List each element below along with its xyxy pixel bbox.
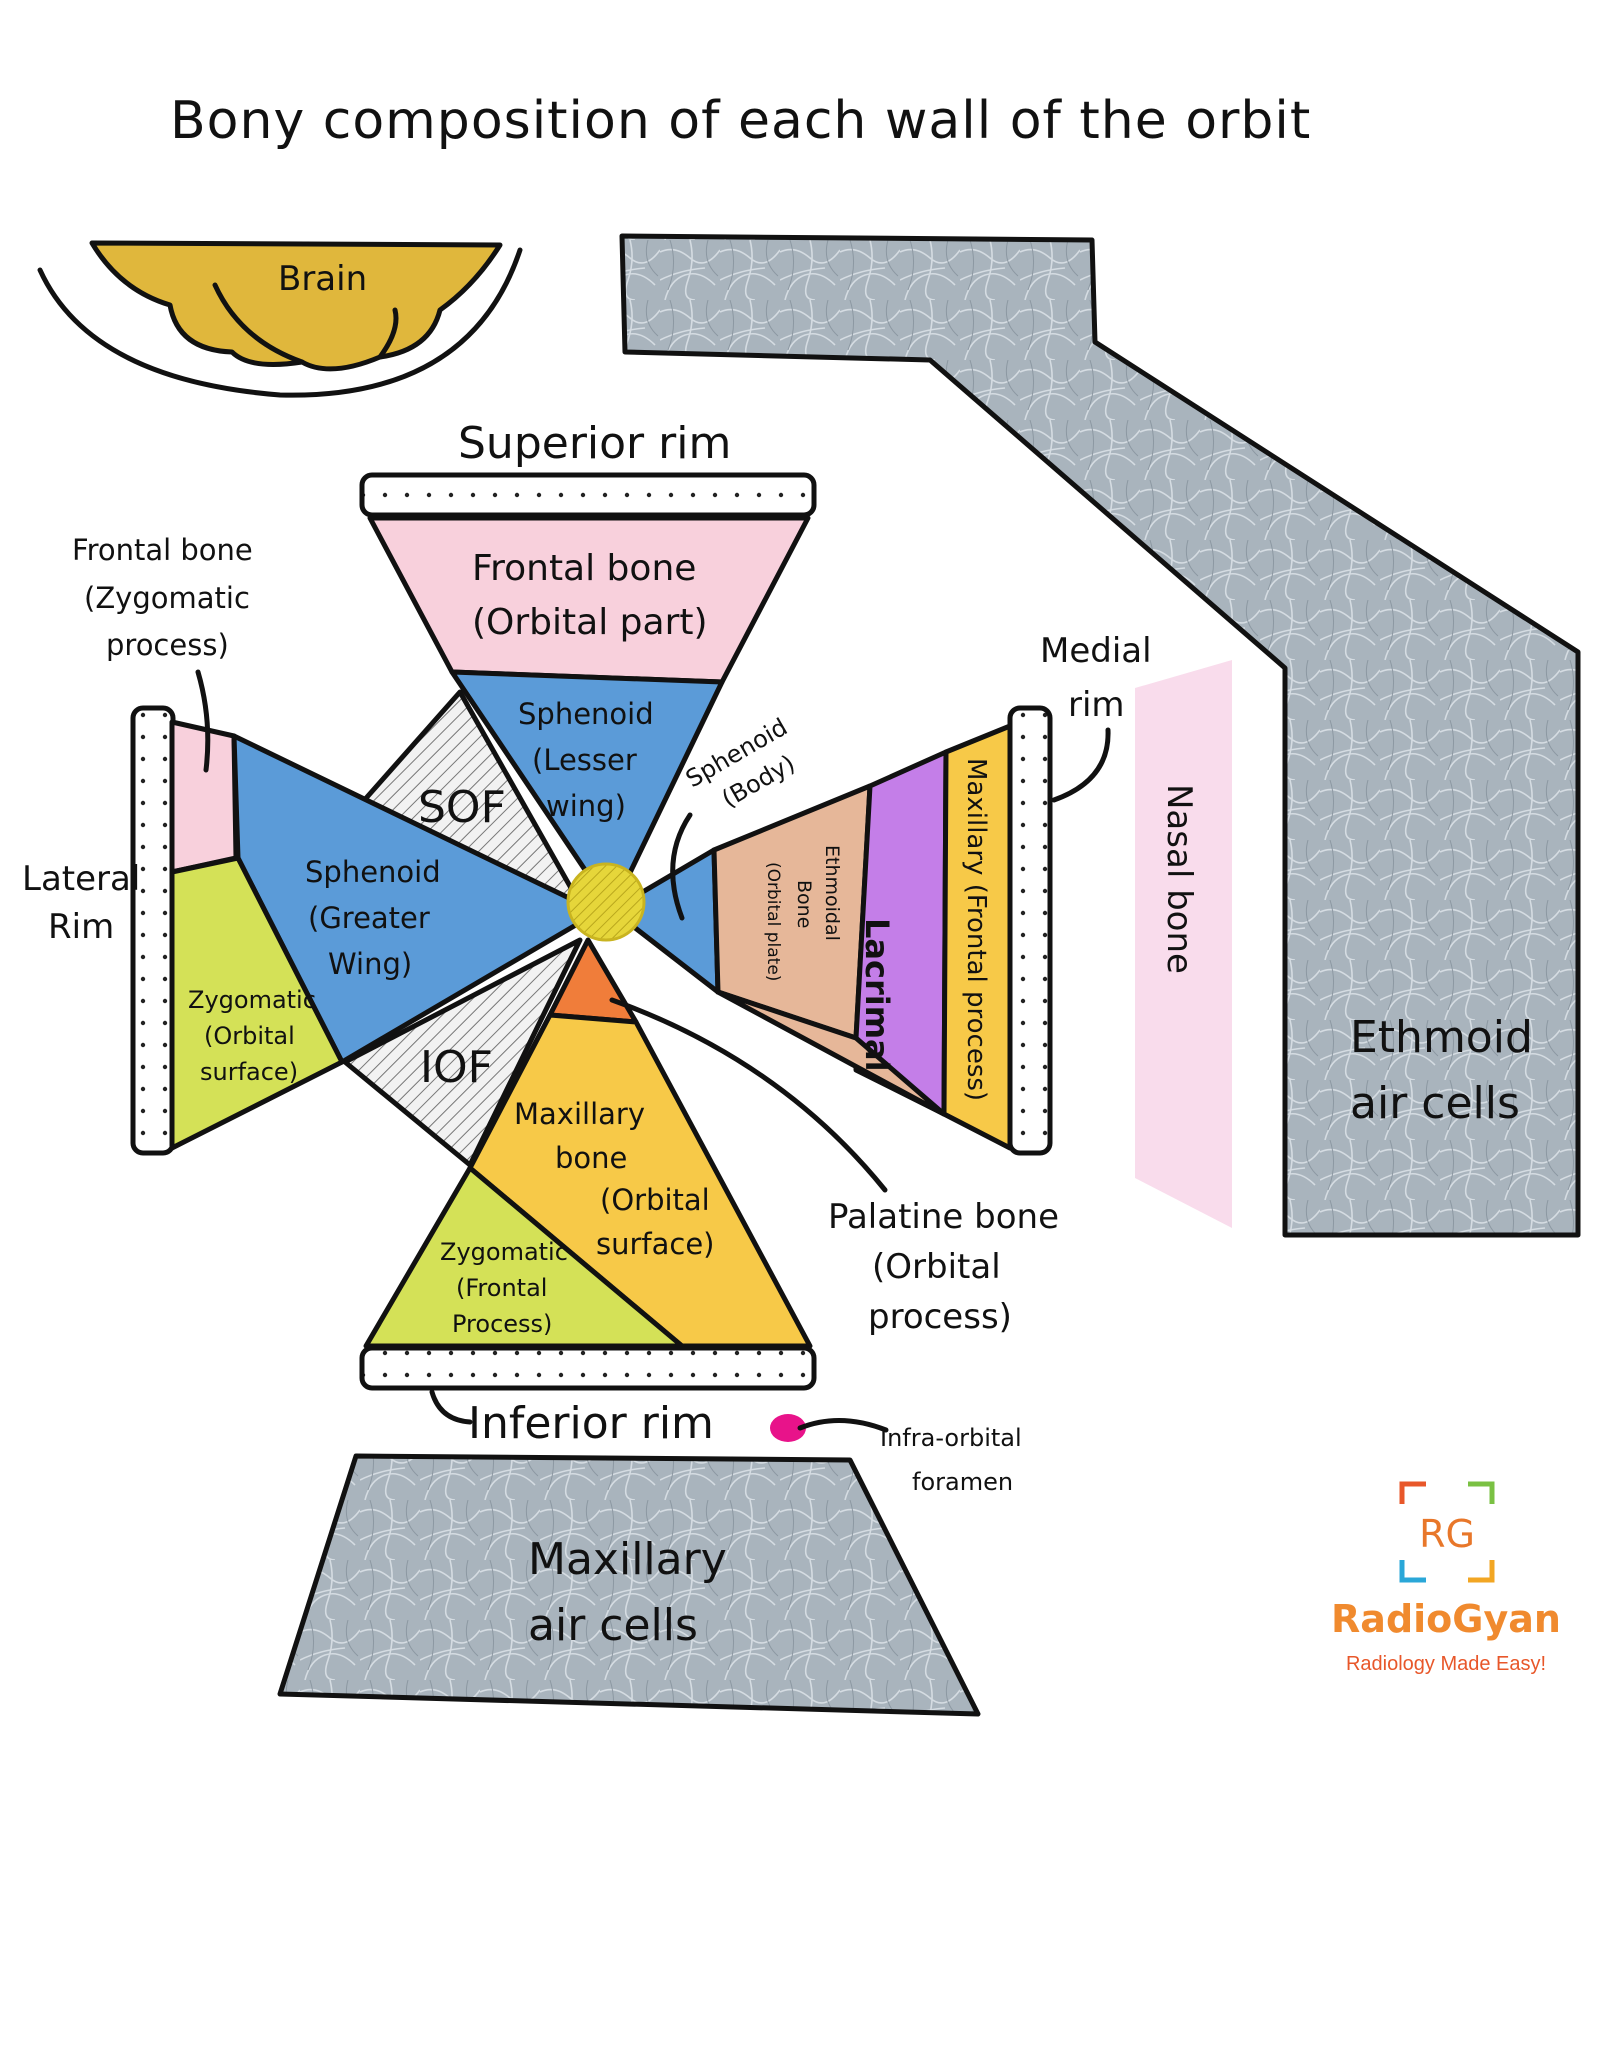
iof-region [342,937,583,1168]
lacrimal-label: Lacrimal [858,918,896,1072]
maxillary-bone-label-4: surface) [596,1227,715,1261]
zygomatic-orbital-label-3: surface) [200,1058,298,1086]
maxillary-frontal-label: Maxillary (Frontal process) [961,758,991,1101]
brain-region: Brain [37,240,523,398]
zygomatic-frontal-label-3: Process) [452,1310,552,1338]
inferior-rim-bar [359,1345,817,1391]
frontal-orbital-label-2: (Orbital part) [472,602,708,643]
logo-name: RadioGyan [1331,1597,1561,1641]
superior-rim-label: Superior rim [458,418,731,469]
inferior-rim-label: Inferior rim [468,1398,714,1449]
inferior-rim-pointer [429,1389,473,1425]
sphenoid-greater-label-2: (Greater [308,901,430,935]
infraorbital-foramen-dot [770,1414,806,1442]
palatine-label-2: (Orbital [872,1247,1001,1287]
maxillary-bone-label-1: Maxillary [514,1097,645,1131]
infraorbital-label-1: Infra-orbital [880,1424,1022,1452]
zygomatic-orbital-surface [169,855,345,1151]
ethmoidal-lower [715,989,947,1117]
medial-rim-bar [1007,705,1053,1156]
lateral-rim-label-1: Lateral [22,859,140,899]
maxillary-orbital-surface [467,1012,813,1349]
maxillary-cells-label-1: Maxillary [528,1534,727,1585]
palatine-label-3: process) [868,1297,1012,1337]
infraorbital-pointer [797,1418,889,1433]
frontal-zygomatic-label-3: process) [106,628,229,662]
logo-mark: RG [1419,1512,1475,1556]
sphenoid-greater-label-3: Wing) [328,947,412,981]
ethmoid-cells-label-1: Ethmoid [1350,1012,1533,1063]
zygomatic-orbital-label-1: Zygomatic [188,986,316,1014]
ethmoidal-label-1: Ethmoidal [821,845,843,941]
radiogyan-logo: RG RadioGyan Radiology Made Easy! [1331,1481,1561,1675]
ethmoidal-label-2: Bone [793,880,815,928]
sphenoid-body-pointer [670,812,693,921]
palatine-pointer [609,997,888,1193]
nasal-bone-label: Nasal bone [1159,784,1199,974]
frontal-zygomatic-pointer [195,669,211,773]
sphenoid-lesser-wing [449,669,725,913]
medial-rim-label-1: Medial [1040,631,1152,671]
ethmoidal-label-3: (Orbital plate) [763,862,783,981]
optic-canal-circle [566,862,646,942]
frontal-zygomatic-label-2: (Zygomatic [84,581,250,615]
medial-rim-pointer [1051,727,1111,803]
frontal-zygomatic-label-1: Frontal bone [72,533,253,567]
zygomatic-frontal-process [363,1165,685,1349]
ethmoid-air-cells: Ethmoid air cells [619,233,1581,1238]
lateral-rim-label-2: Rim [48,907,114,947]
sphenoid-lesser-label-1: Sphenoid [518,697,654,731]
maxillary-bone-label-3: (Orbital [600,1183,710,1217]
maxillary-bone-label-2: bone [555,1141,627,1175]
zygomatic-frontal-label-2: (Frontal [456,1274,547,1302]
zygomatic-orbital-label-2: (Orbital [204,1022,295,1050]
zygomatic-frontal-label-1: Zygomatic [440,1238,568,1266]
palatine-label-1: Palatine bone [828,1197,1059,1237]
nasal-bone: Nasal bone [1135,660,1232,1228]
iof-label: IOF [420,1042,493,1093]
maxillary-frontal-process [941,723,1013,1151]
brain-label: Brain [278,259,367,299]
sphenoid-lesser-label-3: wing) [546,789,626,823]
superior-rim-bar [359,472,817,518]
frontal-orbital-label-1: Frontal bone [472,548,696,589]
infraorbital-label-2: foramen [912,1468,1013,1496]
sof-label: SOF [418,782,506,833]
medial-rim-label-2: rim [1068,685,1125,725]
sphenoid-lesser-label-2: (Lesser [532,743,637,777]
page-title: Bony composition of each wall of the orb… [170,91,1311,151]
frontal-orbital-part [367,515,811,685]
frontal-zygomatic-process [169,719,239,875]
sphenoid-greater-label-1: Sphenoid [305,855,441,889]
maxillary-air-cells: Maxillary air cells [277,1453,981,1717]
logo-tagline: Radiology Made Easy! [1346,1653,1546,1675]
lateral-rim-bar [130,705,176,1156]
maxillary-cells-label-2: air cells [528,1600,698,1651]
ethmoid-cells-label-2: air cells [1350,1078,1520,1129]
